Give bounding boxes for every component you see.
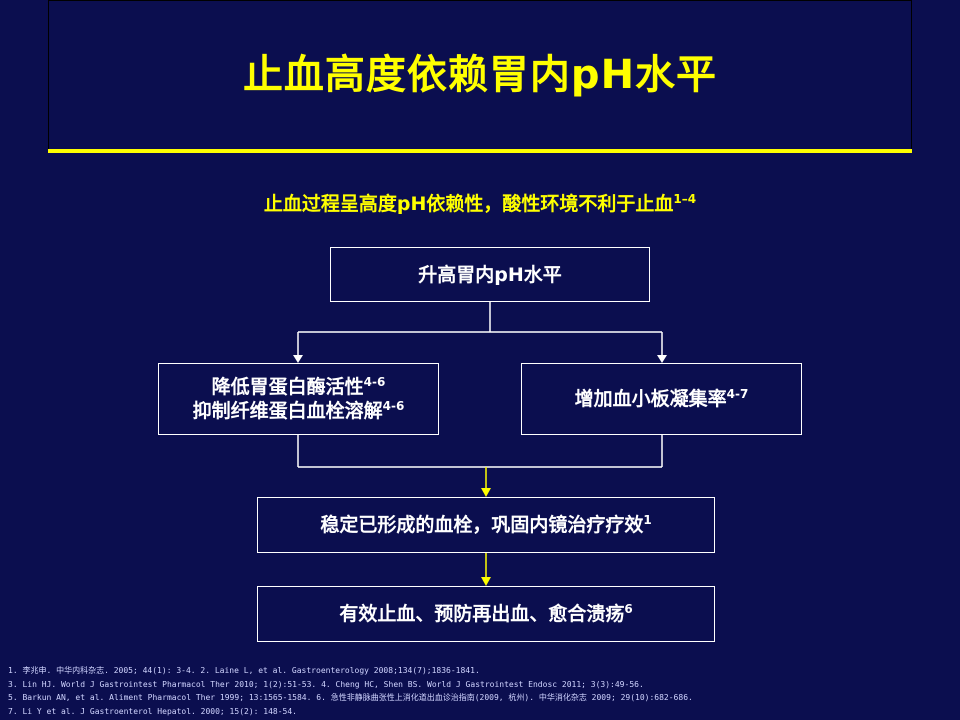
- box-right-line: 增加血小板凝集率4-7: [575, 387, 749, 411]
- box-raise-ph-label: 升高胃内pH水平: [418, 263, 562, 286]
- arrowhead-left-icon: [293, 355, 303, 363]
- reference-line: 1. 李兆申. 中华内科杂志. 2005; 44(1): 3-4. 2. Lai…: [8, 666, 480, 675]
- box-effect-line: 有效止血、预防再出血、愈合溃疡6: [339, 602, 632, 626]
- arrowhead-stable-icon: [481, 488, 491, 497]
- box-stable-line: 稳定已形成的血栓，巩固内镜治疗疗效1: [320, 513, 651, 537]
- box-right-text: 增加血小板凝集率: [574, 388, 727, 410]
- box-right-ref: 4-7: [726, 387, 749, 401]
- box-stabilize-thrombus: 稳定已形成的血栓，巩固内镜治疗疗效1: [257, 497, 715, 553]
- title-underline: [48, 149, 912, 153]
- slide-subtitle: 止血过程呈高度pH依赖性，酸性环境不利于止血1–4: [0, 191, 960, 217]
- reference-line: 3. Lin HJ. World J Gastrointest Pharmaco…: [8, 679, 644, 689]
- slide-title: 止血高度依赖胃内pH水平: [242, 52, 718, 98]
- box-raise-ph: 升高胃内pH水平: [330, 247, 650, 302]
- box-left-line1-ref: 4-6: [363, 375, 386, 389]
- box-left-line2-ref: 4-6: [382, 399, 405, 413]
- box-left-line1-text: 降低胃蛋白酶活性: [211, 376, 364, 398]
- box-platelet-aggregation: 增加血小板凝集率4-7: [521, 363, 802, 435]
- box-left-line2: 抑制纤维蛋白血栓溶解4-6: [193, 399, 405, 423]
- arrowhead-right-icon: [657, 355, 667, 363]
- box-pepsin-fibrinolysis: 降低胃蛋白酶活性4-6 抑制纤维蛋白血栓溶解4-6: [158, 363, 439, 435]
- reference-line: 5. Barkun AN, et al. Aliment Pharmacol T…: [8, 693, 693, 702]
- box-hemostasis-outcome: 有效止血、预防再出血、愈合溃疡6: [257, 586, 715, 642]
- reference-line: 7. Li Y et al. J Gastroenterol Hepatol. …: [8, 706, 297, 716]
- subtitle-text: 止血过程呈高度pH依赖性，酸性环境不利于止血: [263, 193, 674, 215]
- subtitle-reference: 1–4: [673, 192, 697, 206]
- box-stable-text: 稳定已形成的血栓，巩固内镜治疗疗效: [320, 514, 644, 536]
- box-effect-ref: 6: [624, 602, 633, 616]
- box-left-line2-text: 抑制纤维蛋白血栓溶解: [192, 400, 383, 422]
- box-left-line1: 降低胃蛋白酶活性4-6: [212, 375, 386, 399]
- references-list: 1. 李兆申. 中华内科杂志. 2005; 44(1): 3-4. 2. Lai…: [8, 664, 952, 718]
- box-stable-ref: 1: [643, 513, 652, 527]
- box-effect-text: 有效止血、预防再出血、愈合溃疡: [339, 603, 625, 625]
- arrowhead-effect-icon: [481, 577, 491, 586]
